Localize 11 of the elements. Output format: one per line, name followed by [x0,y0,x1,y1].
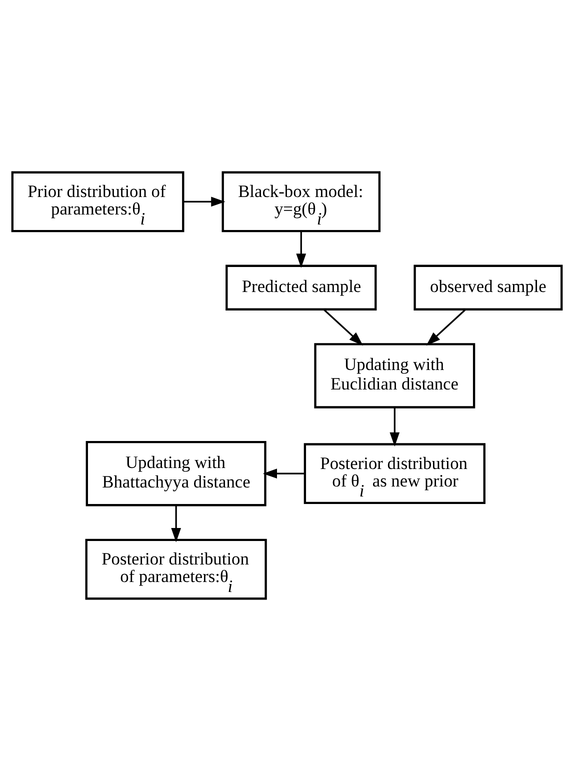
node-box: Updating with Euclidian distance [314,343,476,408]
arrow [183,196,226,207]
arrow [323,308,364,346]
arrow [390,408,400,446]
node-box: observed sample [414,264,563,310]
arrow [296,231,306,268]
arrow [171,505,182,542]
node-box: Updating with Bhattachyya distance [86,440,266,506]
node-box: Predicted sample [226,264,377,310]
arrow [262,468,305,479]
arrow [426,308,466,346]
